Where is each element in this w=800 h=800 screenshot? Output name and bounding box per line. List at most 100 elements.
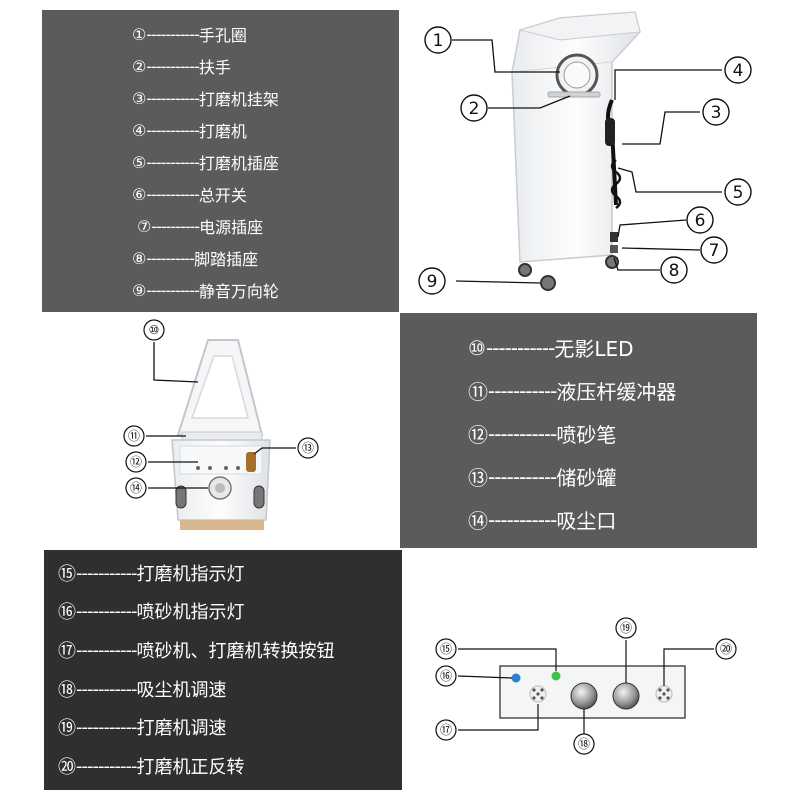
legend-dash: ----------- xyxy=(76,562,137,584)
legend-label: 喷砂机指示灯 xyxy=(136,602,245,623)
callout-1: 1 xyxy=(433,31,444,51)
legend-item: ②-----------扶手 xyxy=(132,54,231,78)
legend-dash: ---------- xyxy=(146,248,195,268)
cabinet-front-view xyxy=(511,11,641,291)
legend-label: 打磨机插座 xyxy=(198,154,279,173)
callout-6: 6 xyxy=(695,211,706,231)
vacuum-speed-knob[interactable] xyxy=(570,682,598,710)
legend-dash: ----------- xyxy=(488,507,557,532)
legend-number: ⑫ xyxy=(468,423,488,447)
callout-markers-top: 1 2 3 4 5 6 7 8 9 xyxy=(418,26,752,295)
legend-dash: ----------- xyxy=(488,378,557,403)
legend-number: ① xyxy=(132,24,147,44)
legend-label: 总开关 xyxy=(198,186,247,205)
power-socket xyxy=(610,245,618,253)
legend-item: ①-----------手孔圈 xyxy=(132,22,247,46)
legend-item: ③-----------打磨机挂架 xyxy=(132,86,279,110)
legend-item: ④-----------打磨机 xyxy=(132,118,247,142)
master-switch xyxy=(610,232,618,242)
legend-item: ⑭-----------吸尘口 xyxy=(468,505,616,534)
legend-item: ⑱-----------吸尘机调速 xyxy=(58,676,226,702)
legend-dash: ----------- xyxy=(146,24,200,44)
legend-number: ⑭ xyxy=(468,509,488,533)
legend-item: ⑧----------脚踏插座 xyxy=(132,246,258,270)
legend-label: 吸尘机调速 xyxy=(136,680,227,701)
callout-lines-bottom xyxy=(457,640,714,734)
legend-item: ⑦----------电源插座 xyxy=(137,214,263,238)
callout-15: ⑮ xyxy=(440,642,452,656)
legend-dash: ---------- xyxy=(151,216,200,236)
legend-number: ⑩ xyxy=(468,335,486,360)
legend-item: ⑫-----------喷砂笔 xyxy=(468,419,616,448)
armrest xyxy=(547,91,601,98)
legend-label: 打磨机 xyxy=(198,122,247,141)
legend-number: ③ xyxy=(132,88,147,108)
sand-tank xyxy=(246,452,256,472)
legend-item: ⑲-----------打磨机调速 xyxy=(58,714,226,740)
callout-18: ⑱ xyxy=(578,737,590,751)
legend-item: ⑪-----------液压杆缓冲器 xyxy=(468,376,676,405)
legend-label: 喷砂笔 xyxy=(556,423,617,447)
legend-dash: ----------- xyxy=(146,120,200,140)
legend-item: ⑩-----------无影LED xyxy=(468,333,634,362)
legend-dash: ----------- xyxy=(146,88,200,108)
legend-number: ⑯ xyxy=(58,602,76,623)
callout-8: 8 xyxy=(669,261,680,281)
legend-label: 扶手 xyxy=(198,58,231,77)
callout-lines-top xyxy=(452,39,722,284)
legend-number: ② xyxy=(132,56,147,76)
legend-item: ⑤-----------打磨机插座 xyxy=(132,150,279,174)
legend-label: 手孔圈 xyxy=(198,26,247,45)
legend-panel-bottom: ⑮-----------打磨机指示灯 ⑯-----------喷砂机指示灯 ⑰-… xyxy=(44,550,402,790)
legend-number: ⑱ xyxy=(58,680,76,701)
legend-item: ⑨-----------静音万向轮 xyxy=(132,278,279,302)
callout-3: 3 xyxy=(711,103,722,123)
legend-dash: ----------- xyxy=(146,280,200,300)
callout-7: 7 xyxy=(709,241,720,261)
legend-dash: ----------- xyxy=(485,335,555,360)
legend-label: 储砂罐 xyxy=(556,466,617,490)
legend-number: ⑰ xyxy=(58,641,76,662)
grinder-speed-knob[interactable] xyxy=(612,682,640,710)
callout-14: ⑭ xyxy=(130,481,142,495)
legend-label: 静音万向轮 xyxy=(198,282,279,301)
legend-dash: ----------- xyxy=(146,152,200,172)
callout-markers-bottom: ⑮ ⑯ ⑰ ⑱ ⑲ ⑳ xyxy=(435,617,737,755)
legend-dash: ----------- xyxy=(76,716,137,738)
legend-dash: ----------- xyxy=(76,639,137,661)
legend-label: 液压杆缓冲器 xyxy=(556,380,677,404)
legend-number: ⑥ xyxy=(132,184,147,204)
callout-2: 2 xyxy=(469,99,480,119)
callout-20: ⑳ xyxy=(720,642,732,656)
legend-item: ⑯-----------喷砂机指示灯 xyxy=(58,598,244,624)
mode-switch-button[interactable] xyxy=(529,685,547,703)
legend-number: ④ xyxy=(132,120,147,140)
legend-dash: ----------- xyxy=(76,755,137,777)
callout-12: ⑫ xyxy=(130,455,142,469)
grinder-indicator-light xyxy=(551,671,561,681)
legend-label: 无影LED xyxy=(554,337,634,361)
legend-label: 打磨机正反转 xyxy=(136,757,245,778)
legend-label: 电源插座 xyxy=(199,218,264,237)
callout-16: ⑯ xyxy=(440,669,452,683)
callout-17: ⑰ xyxy=(440,723,452,737)
legend-number: ⑲ xyxy=(58,718,76,739)
legend-panel-top: ①-----------手孔圈 ②-----------扶手 ③--------… xyxy=(42,10,399,312)
callout-5: 5 xyxy=(733,183,744,203)
callout-4: 4 xyxy=(733,61,744,81)
legend-label: 打磨机调速 xyxy=(136,718,227,739)
legend-label: 喷砂机、打磨机转换按钮 xyxy=(136,641,335,662)
legend-number: ⑨ xyxy=(132,280,147,300)
forward-reverse-button[interactable] xyxy=(655,685,673,703)
legend-number: ⑧ xyxy=(132,248,147,268)
legend-item: ⑰-----------喷砂机、打磨机转换按钮 xyxy=(58,637,334,663)
legend-number: ⑤ xyxy=(132,152,147,172)
legend-panel-middle: ⑩-----------无影LED ⑪-----------液压杆缓冲器 ⑫--… xyxy=(400,313,757,548)
cabinet-open-view xyxy=(171,339,271,530)
legend-label: 打磨机挂架 xyxy=(198,90,279,109)
legend-item: ⑬-----------储砂罐 xyxy=(468,462,616,491)
legend-number: ⑬ xyxy=(468,466,488,490)
callout-9: 9 xyxy=(427,272,438,292)
caster-wheel xyxy=(540,275,556,291)
